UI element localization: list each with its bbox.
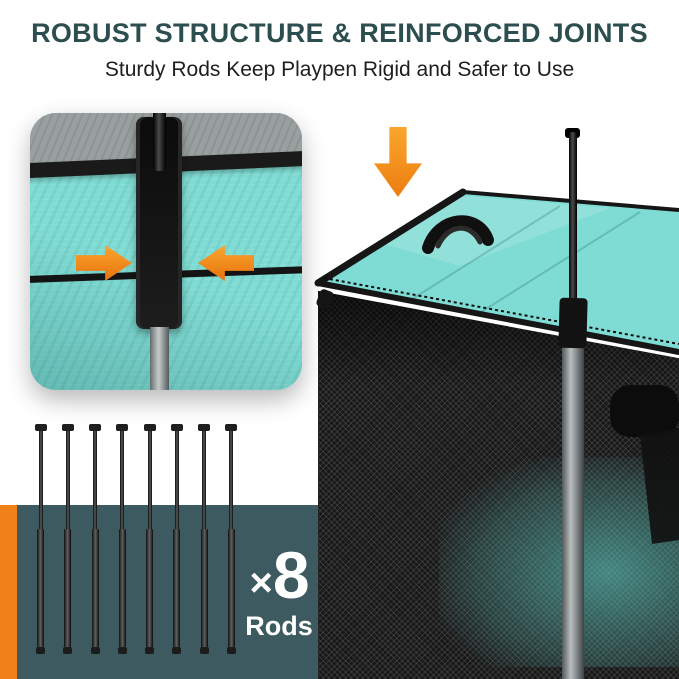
rod-cap	[143, 424, 156, 431]
rod-upper-shaft	[38, 431, 43, 529]
rod-count: × 8 Rods	[226, 542, 332, 642]
rod-upper-shaft	[202, 431, 207, 529]
count-number: 8	[272, 538, 310, 612]
rod-lower-shaft	[146, 529, 154, 647]
rod	[143, 424, 156, 662]
rod-cap	[61, 424, 74, 431]
rod	[34, 424, 47, 662]
rod-foot	[36, 647, 45, 654]
rod-upper-shaft	[174, 431, 179, 529]
rods-label: Rods	[245, 611, 313, 641]
rod	[170, 424, 183, 662]
corner-pole-rod	[569, 132, 577, 318]
rod-lower-shaft	[37, 529, 44, 647]
corner-pole	[562, 335, 584, 679]
rod-upper-shaft	[65, 431, 70, 529]
rod-foot	[117, 647, 127, 654]
rod-foot	[63, 647, 73, 654]
rod-lower-shaft	[173, 529, 181, 647]
rod-foot	[90, 647, 100, 654]
rod	[225, 424, 238, 662]
rods-group	[34, 424, 238, 662]
rod-cap	[116, 424, 129, 431]
rod	[61, 424, 74, 662]
playpen-interior	[439, 457, 679, 667]
page-subtitle: Sturdy Rods Keep Playpen Rigid and Safer…	[104, 58, 575, 81]
page-title: ROBUST STRUCTURE & REINFORCED JOINTS	[31, 18, 648, 48]
accent-strip	[0, 505, 17, 679]
playpen-mesh-wall	[318, 290, 679, 679]
rod-foot	[145, 647, 155, 654]
rod-foot	[226, 647, 236, 654]
rod	[198, 424, 211, 662]
rod-upper-shaft	[229, 431, 234, 529]
rod-cap	[89, 424, 102, 431]
rod-cap	[225, 424, 238, 431]
playpen-top-cover	[314, 188, 679, 544]
rod-upper-shaft	[93, 431, 98, 529]
rod-lower-shaft	[118, 529, 126, 647]
rod-count-number: × 8	[226, 542, 332, 608]
playpen-photo	[310, 120, 679, 679]
pole-velcro-wrap	[558, 297, 588, 349]
rod-tip	[153, 113, 166, 171]
rod-cap	[170, 424, 183, 431]
rod-upper-shaft	[120, 431, 125, 529]
rod-lower-shaft	[91, 529, 99, 647]
times-symbol: ×	[249, 561, 273, 605]
rod	[89, 424, 102, 662]
rod-lower-shaft	[200, 529, 208, 647]
rod-cap	[34, 424, 47, 431]
rod-upper-shaft	[147, 431, 152, 529]
rod-foot	[172, 647, 182, 654]
rod-lower-pole	[150, 327, 169, 390]
rod-lower-shaft	[227, 529, 235, 647]
rod-foot	[199, 647, 209, 654]
detail-inset	[30, 113, 302, 390]
rod-lower-shaft	[64, 529, 72, 647]
rod-cap	[198, 424, 211, 431]
rod	[116, 424, 129, 662]
